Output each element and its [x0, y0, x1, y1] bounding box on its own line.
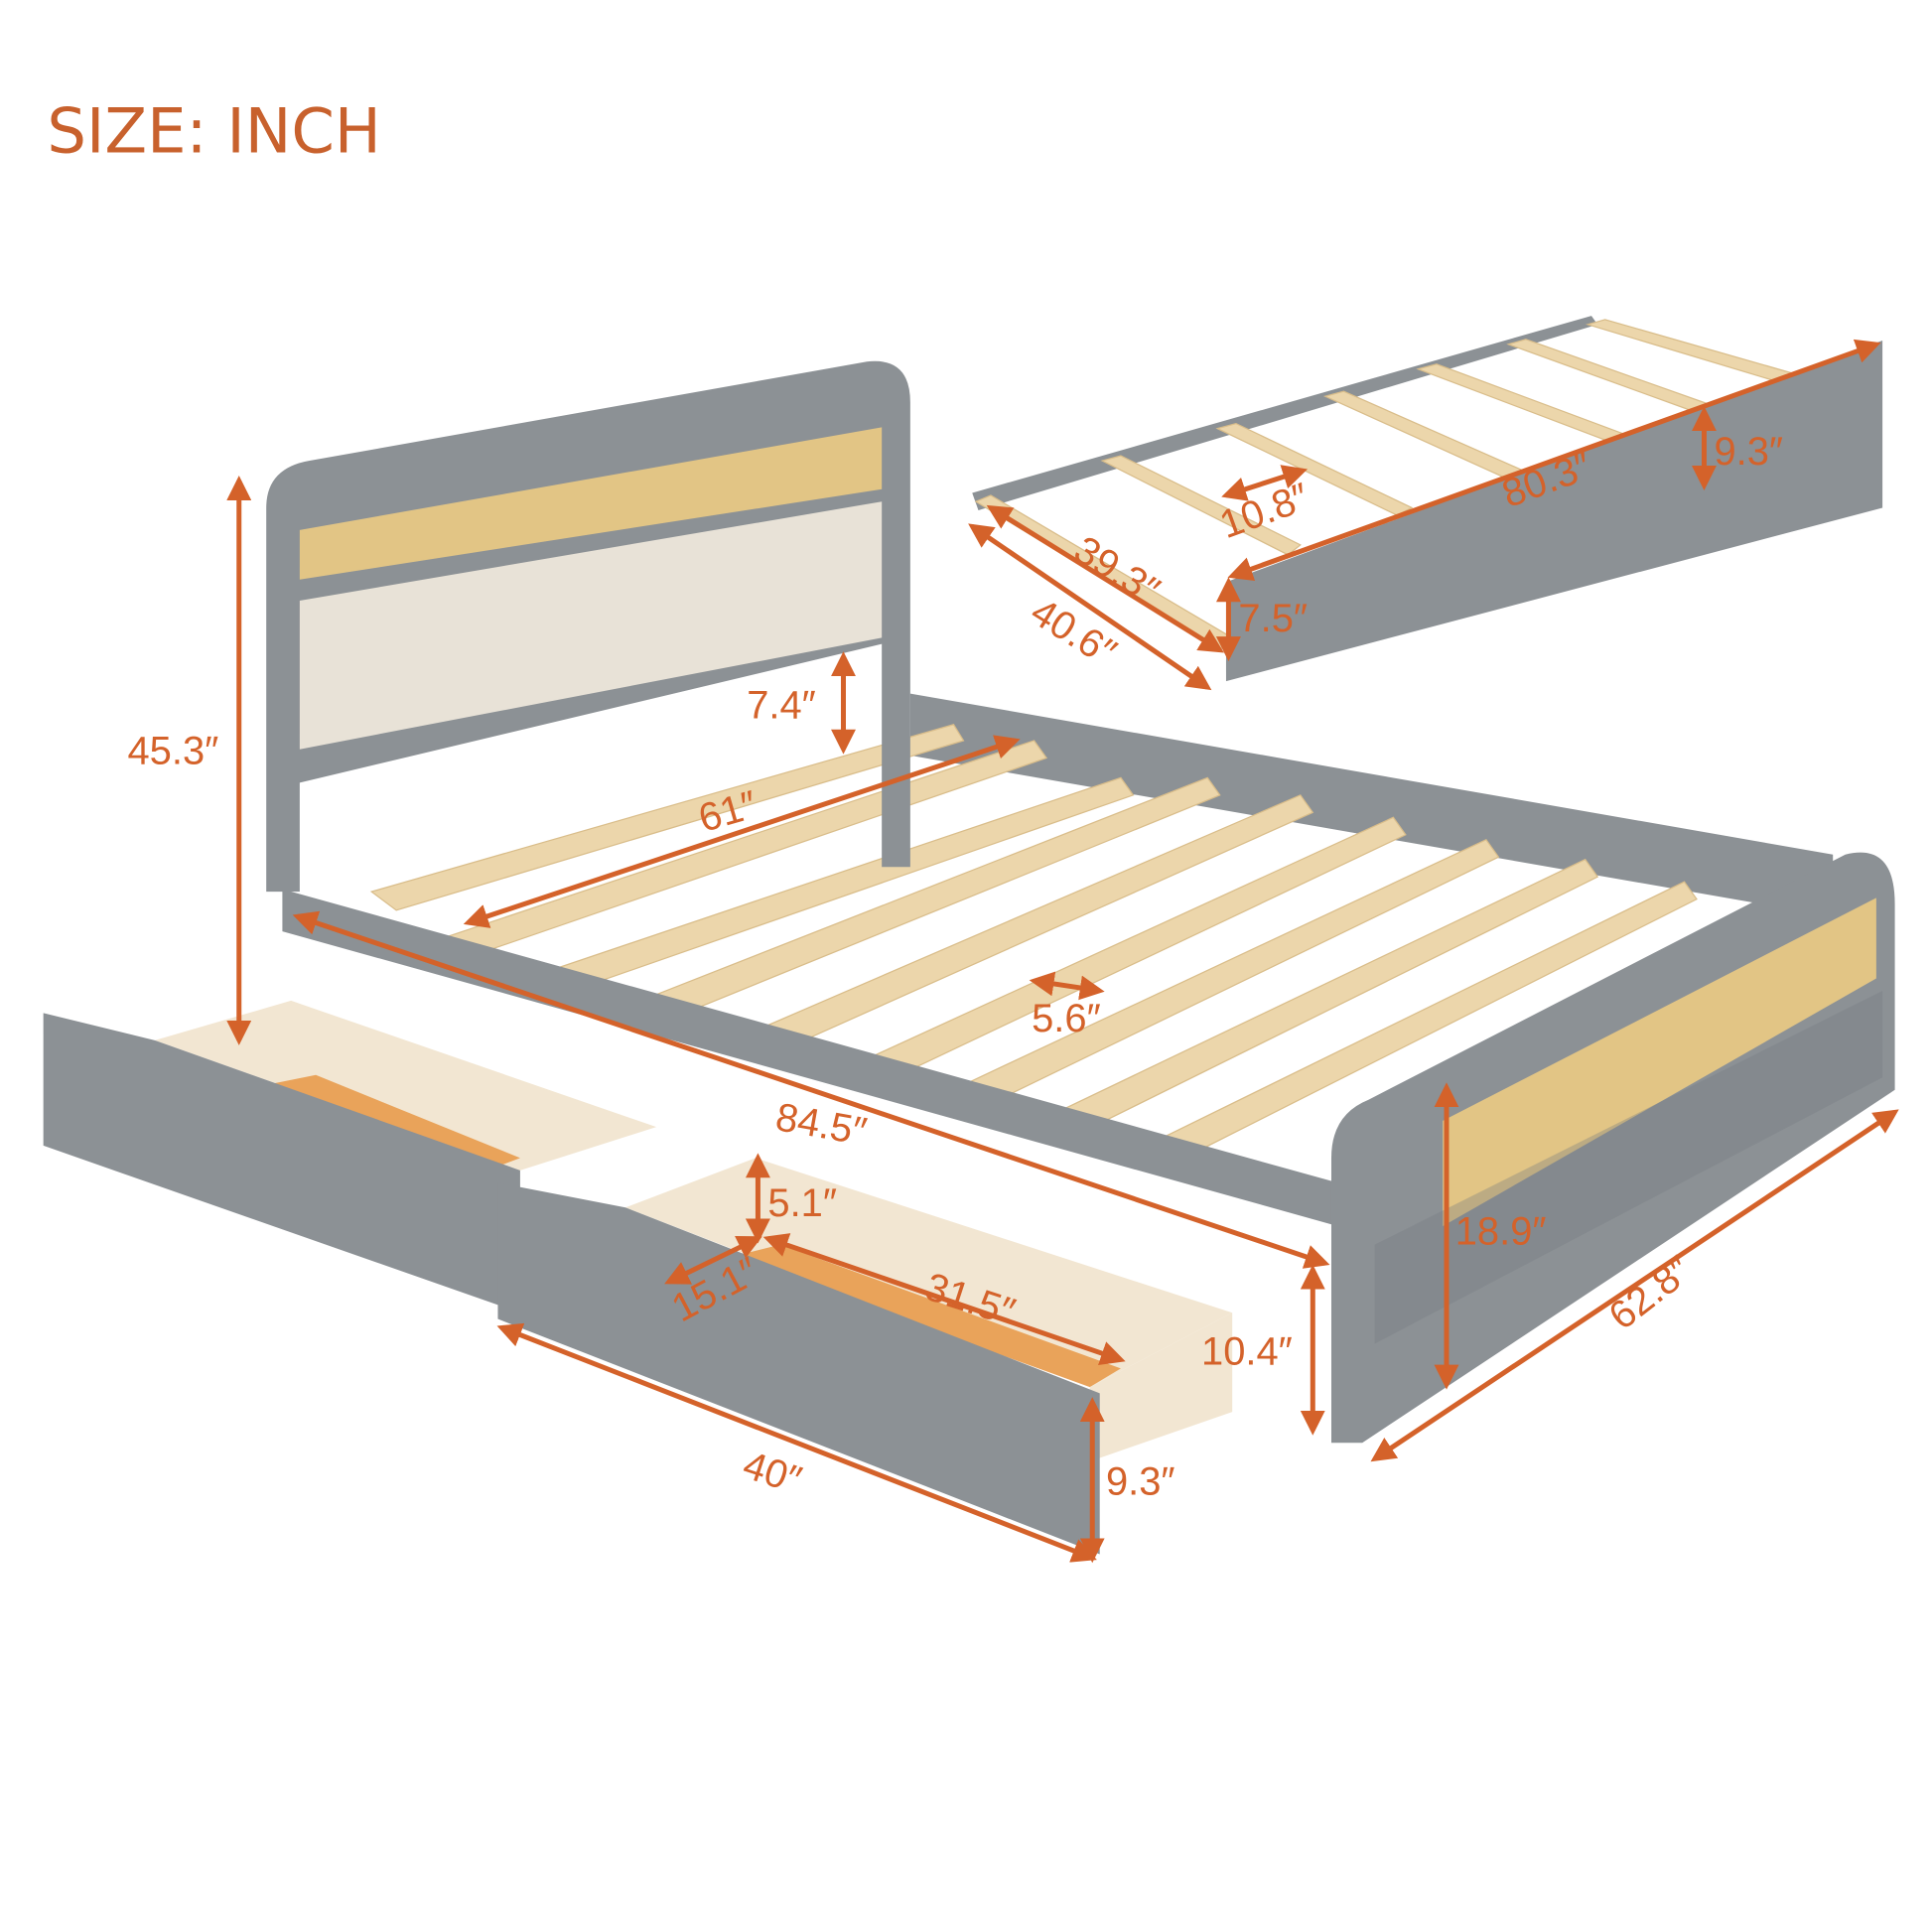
- headboard-cushion: [299, 501, 883, 750]
- label-inner-width: 61″: [694, 783, 761, 841]
- size-unit-title: SIZE: INCH: [47, 94, 380, 167]
- arrow-drawer-inner-depth: [664, 1235, 762, 1285]
- label-trundle-overall-width: 40.6″: [1024, 590, 1124, 675]
- label-drawer-height: 9.3″: [1106, 1460, 1175, 1504]
- label-drawer-length: 40″: [738, 1444, 806, 1503]
- label-side-rail-height: 10.4″: [1201, 1330, 1293, 1374]
- arrow-trundle-overall-width: [968, 523, 1212, 691]
- label-trundle-panel-height: 9.3″: [1714, 430, 1783, 474]
- arrow-inner-width: [463, 735, 1021, 928]
- arrow-drawer-length: [496, 1322, 1097, 1563]
- arrow-overall-length: [292, 910, 1330, 1269]
- label-headboard-height: 45.3″: [127, 730, 218, 773]
- label-footboard-height: 18.9″: [1455, 1210, 1547, 1254]
- dimension-arrows: [226, 339, 1899, 1564]
- trundle-front-panel: [1225, 341, 1883, 682]
- label-slat-gap: 5.6″: [1032, 997, 1101, 1040]
- arrow-trundle-length: [1227, 339, 1881, 582]
- arrow-overall-width: [1370, 1109, 1899, 1462]
- label-drawer-inner-height: 5.1″: [767, 1181, 837, 1225]
- bed-back-rail: [909, 693, 1834, 917]
- trundle-illustration: [972, 316, 1883, 682]
- label-trundle-side-height: 7.5″: [1238, 597, 1308, 640]
- headboard: [266, 360, 910, 893]
- label-headboard-to-slat: 7.4″: [747, 684, 816, 728]
- headboard-rattan-panel: [299, 427, 883, 580]
